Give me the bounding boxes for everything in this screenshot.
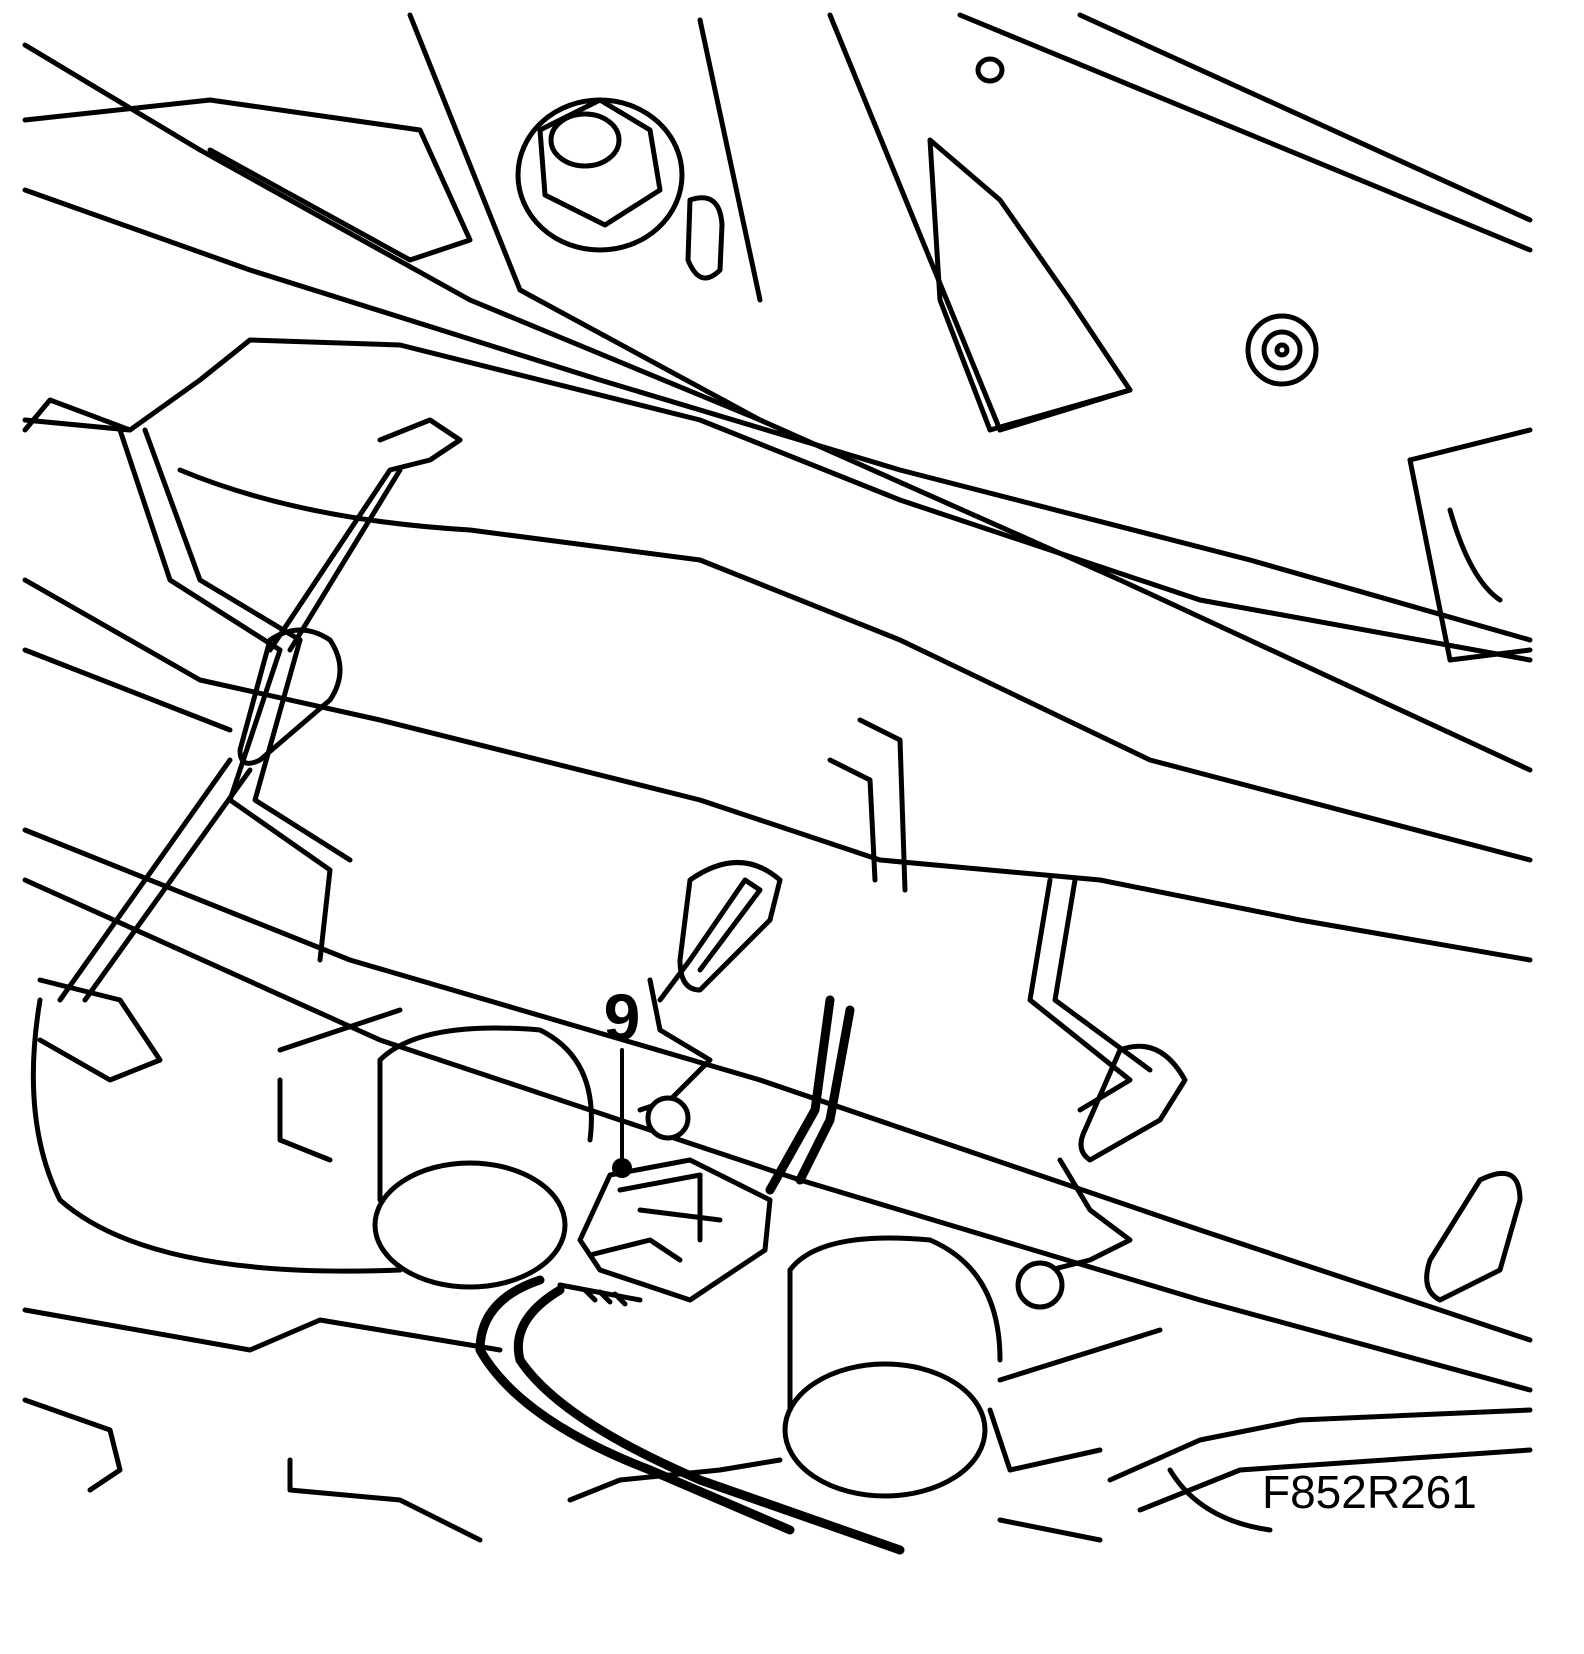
figure-id-label: F852R261 — [1262, 1466, 1477, 1518]
seat-rail-lower — [997, 1407, 1533, 1543]
grommet — [975, 56, 1319, 387]
wiring-harness-cable — [475, 995, 905, 1555]
seat-frame — [22, 337, 1533, 1543]
callout-dot — [612, 1158, 632, 1178]
body-panel — [22, 12, 1533, 1393]
seat-spring-wires — [37, 417, 1523, 1310]
wiring-harness-connector — [557, 1157, 773, 1307]
mounting-bracket — [927, 137, 1533, 663]
seat-motor-left — [277, 1007, 594, 1290]
callout-leader — [612, 1048, 632, 1178]
mounting-bolt — [515, 97, 725, 281]
seat-motor-right — [782, 1235, 1163, 1499]
callout-number: 9 — [604, 980, 641, 1054]
